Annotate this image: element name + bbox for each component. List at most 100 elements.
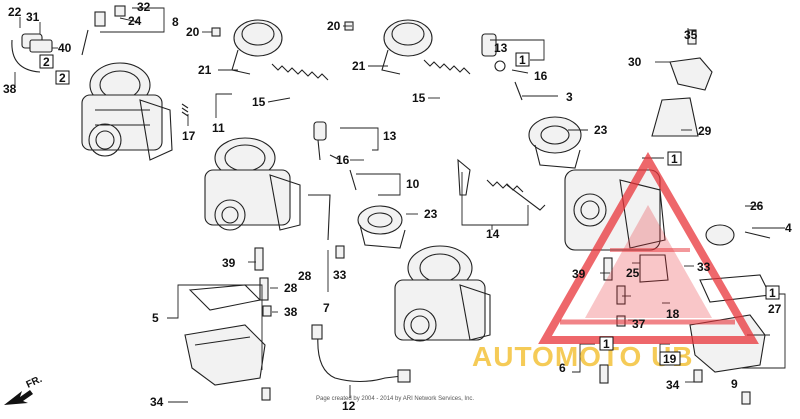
- part-number: 12: [342, 399, 356, 413]
- part-number: 23: [424, 207, 438, 221]
- part-number: 6: [559, 361, 566, 375]
- part-number: 17: [182, 129, 196, 143]
- part-number: 2: [59, 71, 66, 85]
- callout-box: [515, 52, 530, 67]
- part-number: 14: [486, 227, 500, 241]
- choke-cable: [311, 324, 411, 383]
- part-label-16: 16: [336, 153, 350, 167]
- direction-label: FR.: [25, 374, 44, 391]
- part-label-35: 35: [684, 28, 698, 42]
- part-label-19: 19: [659, 351, 681, 366]
- callout-box: [55, 70, 70, 85]
- part-number: 25: [626, 266, 640, 280]
- part-number: 9: [731, 377, 738, 391]
- part-number: 23: [594, 123, 608, 137]
- right-top-parts: [481, 33, 713, 169]
- part-label-13: 13: [383, 129, 397, 143]
- watermark-text: AUTOMOTO UB: [472, 341, 694, 372]
- part-label-15: 15: [252, 95, 266, 109]
- part-number: 33: [333, 268, 347, 282]
- part-number: 39: [572, 267, 586, 281]
- part-label-27: 27: [768, 302, 782, 316]
- part-number: 34: [150, 395, 164, 409]
- part-label-12: 12: [342, 399, 356, 413]
- part-number: 38: [284, 305, 298, 319]
- part-number: 21: [198, 63, 212, 77]
- part-label-18: 18: [666, 307, 680, 321]
- part-number: 34: [666, 378, 680, 392]
- part-label-40: 40: [58, 41, 72, 55]
- part-number: 38: [3, 82, 17, 96]
- part-number: 33: [697, 260, 711, 274]
- callout-box: [39, 54, 54, 69]
- part-label-37: 37: [632, 317, 646, 331]
- part-number: 13: [494, 41, 508, 55]
- part-label-1: 1: [765, 285, 780, 300]
- part-number: 22: [8, 5, 22, 19]
- part-label-21: 21: [198, 63, 212, 77]
- watermark-logo: AUTOMOTO UB: [472, 151, 759, 372]
- part-label-20: 20: [186, 25, 200, 39]
- part-number: 8: [172, 15, 179, 29]
- part-label-11: 11: [212, 121, 225, 135]
- part-number: 5: [152, 311, 159, 325]
- part-label-34: 34: [150, 395, 164, 409]
- part-number: 1: [671, 152, 678, 166]
- carburetor-body-3: [394, 245, 491, 342]
- part-number: 26: [750, 199, 764, 213]
- part-number: 35: [684, 28, 698, 42]
- part-number: 29: [698, 124, 712, 138]
- part-label-39: 39: [572, 267, 586, 281]
- arrow-icon: [4, 390, 33, 405]
- copyright-text: Page created by 2004 - 2014 by ARI Netwo…: [316, 396, 474, 402]
- part-number: 18: [666, 307, 680, 321]
- diaphragm-left: [357, 205, 406, 249]
- part-number: 28: [284, 281, 298, 295]
- callout-box: [599, 336, 614, 351]
- part-number: 40: [58, 41, 72, 55]
- part-number: 3: [566, 90, 573, 104]
- carburetor-body-1: [81, 62, 173, 161]
- part-label-20: 20: [327, 19, 341, 33]
- part-label-28: 28: [284, 281, 298, 295]
- carburetor-body-2: [204, 137, 301, 231]
- part-number: 4: [785, 221, 792, 235]
- part-number: 13: [383, 129, 397, 143]
- part-label-8: 8: [172, 15, 179, 29]
- part-number: 7: [323, 301, 330, 315]
- part-label-1: 1: [599, 336, 614, 351]
- part-label-39: 39: [222, 256, 236, 270]
- part-label-3: 3: [566, 90, 573, 104]
- part-label-9: 9: [731, 377, 738, 391]
- part-label-5: 5: [152, 311, 159, 325]
- float-bowl-left: [184, 284, 266, 386]
- part-number: 20: [327, 19, 341, 33]
- part-label-25: 25: [626, 266, 640, 280]
- callout-box: [659, 351, 681, 366]
- part-number: 10: [406, 177, 420, 191]
- part-label-38: 38: [284, 305, 298, 319]
- part-label-29: 29: [698, 124, 712, 138]
- callout-box: [765, 285, 780, 300]
- part-number: 24: [128, 14, 142, 28]
- part-number: 16: [534, 69, 548, 83]
- part-number: 1: [519, 53, 526, 67]
- part-label-23: 23: [594, 123, 608, 137]
- small-parts-top-left: [11, 5, 126, 73]
- front-direction-indicator: FR.: [4, 374, 44, 405]
- part-number: 39: [222, 256, 236, 270]
- part-label-32: 32: [137, 0, 151, 14]
- part-number: 15: [412, 91, 426, 105]
- callout-box: [667, 151, 682, 166]
- part-label-38: 38: [3, 82, 17, 96]
- part-number: 32: [137, 0, 151, 14]
- part-label-21: 21: [352, 59, 366, 73]
- part-label-33: 33: [697, 260, 711, 274]
- part-label-26: 26: [750, 199, 764, 213]
- part-number: 19: [663, 352, 677, 366]
- part-label-24: 24: [128, 14, 142, 28]
- part-label-16: 16: [534, 69, 548, 83]
- top-covers: [231, 19, 433, 75]
